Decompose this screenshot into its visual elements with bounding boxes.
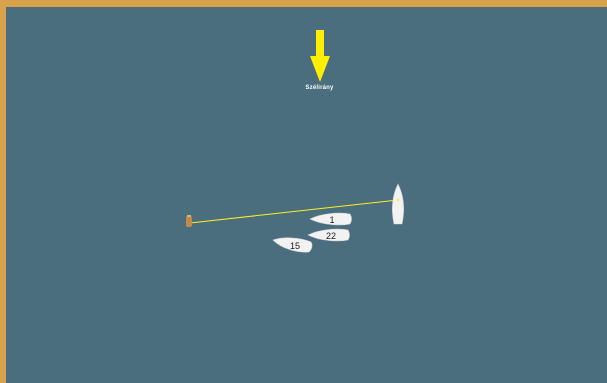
boat-1-number: 1 bbox=[329, 215, 334, 225]
boat-15[interactable]: 15 bbox=[273, 238, 312, 252]
start-line bbox=[190, 200, 398, 223]
committee-boat[interactable] bbox=[392, 184, 403, 224]
boat-15-number: 15 bbox=[290, 241, 300, 251]
boat-1[interactable]: 1 bbox=[310, 213, 352, 225]
pin-buoy[interactable] bbox=[186, 215, 192, 227]
boat-22[interactable]: 22 bbox=[308, 229, 350, 241]
boat-22-number: 22 bbox=[326, 231, 336, 241]
